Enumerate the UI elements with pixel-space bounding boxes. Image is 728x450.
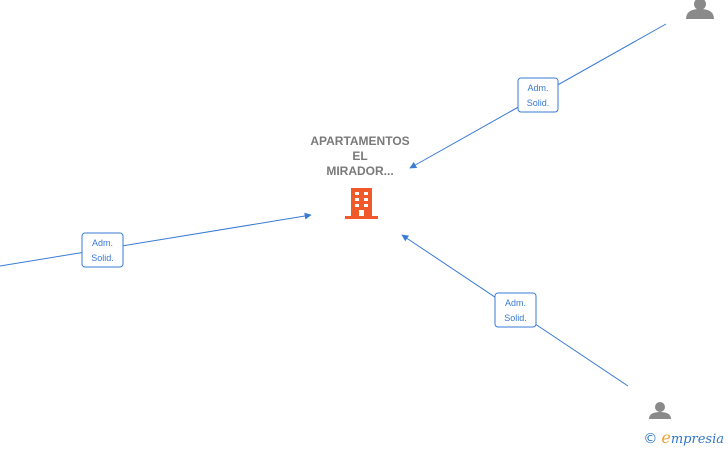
- building-icon[interactable]: [345, 188, 378, 219]
- edge-label-bottom-right[interactable]: Adm. Solid.: [494, 292, 537, 328]
- edge-label-top-right[interactable]: Adm. Solid.: [517, 77, 559, 113]
- edge-label-line2: Solid.: [91, 253, 114, 263]
- watermark: ©empresia: [643, 428, 724, 447]
- company-name-line: MIRADOR...: [326, 164, 394, 178]
- company-name-line: APARTAMENTOS: [310, 134, 410, 148]
- edge-label-left[interactable]: Adm. Solid.: [81, 232, 124, 268]
- person-icon[interactable]: [686, 0, 714, 19]
- edge-label-line1: Adm.: [505, 298, 526, 308]
- copyright-symbol: ©: [643, 431, 658, 447]
- edge-label-line2: Solid.: [504, 313, 527, 323]
- brand-logo-text: mpresia: [670, 432, 724, 447]
- person-icon[interactable]: [649, 402, 671, 419]
- edge-left: [0, 212, 312, 267]
- edge-label-line1: Adm.: [527, 83, 548, 93]
- edge-label-line1: Adm.: [92, 238, 113, 248]
- company-name-line: EL: [352, 149, 368, 163]
- company-name[interactable]: APARTAMENTOS EL MIRADOR...: [300, 134, 420, 179]
- edge-label-line2: Solid.: [527, 98, 550, 108]
- brand-logo-e: e: [661, 428, 671, 447]
